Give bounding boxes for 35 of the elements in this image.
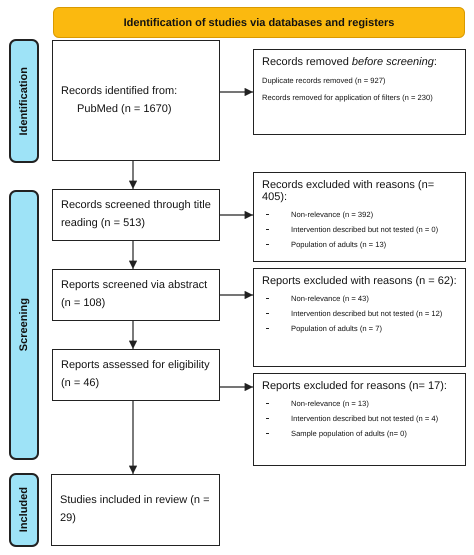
exclusion-box xyxy=(253,373,466,466)
box-heading: Records removed before screening: xyxy=(262,56,438,68)
arrow xyxy=(128,321,138,349)
box-text: Reports assessed for eligibility (n = 46) xyxy=(61,358,211,391)
process-box xyxy=(52,40,220,161)
box-text: Records screened through title reading (n = 513) xyxy=(61,198,211,231)
process-box xyxy=(52,269,220,321)
arrow xyxy=(220,290,253,300)
box-heading: Records excluded with reasons (n= 405): xyxy=(262,179,436,203)
phase-band xyxy=(9,473,39,547)
phase-label: Included xyxy=(18,487,30,533)
box-heading: Reports excluded for reasons (n= 17): xyxy=(262,380,448,392)
box-text: Reports screened via abstract (n = 108) xyxy=(61,278,208,311)
process-box xyxy=(52,189,220,241)
phase-label: Identification xyxy=(18,66,30,136)
process-box xyxy=(52,349,220,401)
arrow xyxy=(220,88,253,96)
exclusion-box xyxy=(253,49,466,135)
arrow xyxy=(128,401,138,474)
exclusion-box xyxy=(253,172,466,262)
box-text: Studies included in review (n = 29) xyxy=(60,493,210,526)
arrow xyxy=(128,161,138,189)
phase-label: Screening xyxy=(18,298,30,352)
process-box xyxy=(51,474,220,546)
box-text: PubMed (n = 1670) xyxy=(76,102,172,116)
header-title: Identification of studies via databases and registers xyxy=(124,16,394,28)
arrow xyxy=(220,210,253,220)
arrow xyxy=(220,382,253,392)
box-text: Records identified from: xyxy=(61,84,178,99)
arrow xyxy=(128,241,138,269)
exclusion-box xyxy=(253,268,466,367)
phase-band xyxy=(9,39,39,163)
box-heading: Reports excluded with reasons (n = 62): xyxy=(262,275,457,287)
section-header xyxy=(53,7,465,38)
phase-band xyxy=(9,190,39,460)
